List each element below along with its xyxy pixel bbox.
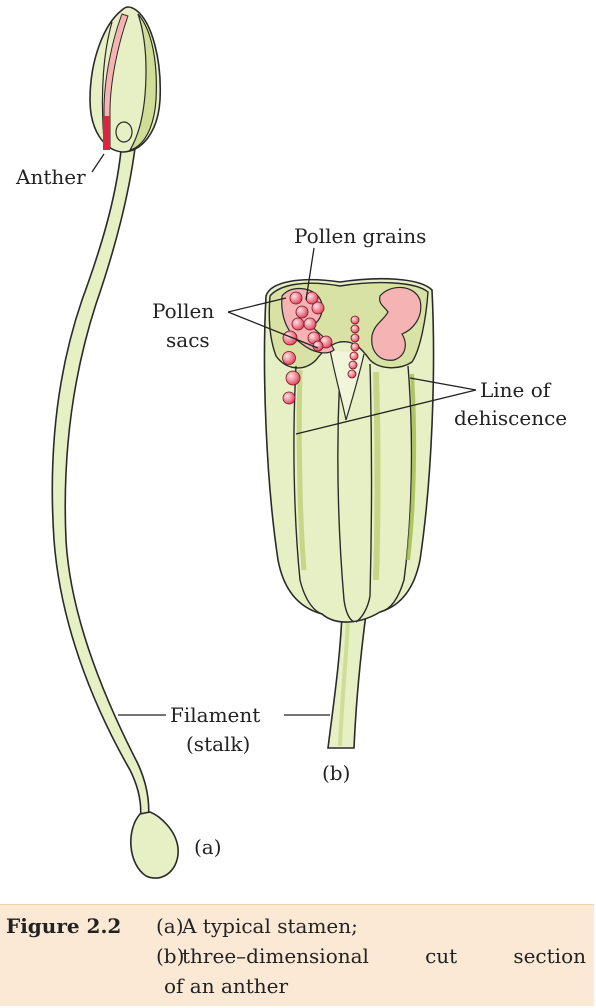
anther-connective (115, 121, 133, 143)
label-anther: Anther (15, 165, 86, 189)
anther-slit-dark (103, 116, 110, 150)
caption-title: Figure 2.2 (6, 914, 122, 938)
label-dehiscence-line1: Line of (480, 378, 552, 402)
label-filament-line2: (stalk) (186, 732, 250, 756)
leader-pollen-sacs-2 (227, 311, 319, 349)
caption-text-b-cont: of an anther (164, 974, 289, 998)
lobe-line-2 (337, 371, 355, 623)
label-part-a: (a) (194, 835, 222, 859)
pollen-sac-right (371, 286, 422, 361)
filament-base-bulb (130, 811, 179, 879)
label-filament-line1: Filament (170, 703, 260, 727)
pollen-column-center (347, 315, 360, 379)
stamen-diagram: Anther Pollen grains Pollen sacs Line of… (15, 6, 567, 879)
leader-pollen-grains (305, 247, 315, 301)
label-pollen-sacs-line1: Pollen (152, 299, 214, 323)
filament-a (51, 139, 150, 823)
anther-lobe-shade (128, 13, 157, 151)
label-pollen-sacs-line2: sacs (166, 328, 210, 352)
caption-text-a: A typical stamen; (182, 914, 358, 938)
caption-row-b-cont: of an anther (6, 971, 586, 1001)
caption-row-b: (b) three–dimensional cut section (6, 941, 586, 971)
label-pollen-grains: Pollen grains (294, 224, 426, 248)
caption-text-b: three–dimensional cut section (182, 944, 586, 968)
caption-tag-a: (a) (156, 914, 184, 938)
label-dehiscence-line2: dehiscence (454, 406, 567, 430)
leader-dehiscence-2 (295, 389, 477, 435)
anther-section-b (263, 277, 435, 749)
stamen-a (51, 6, 179, 879)
pollen-grains (282, 291, 333, 405)
figure-caption: Figure 2.2 (a) A typical stamen; (b) thr… (0, 904, 594, 1006)
leader-dehiscence-1 (409, 377, 477, 391)
caption-row-a: Figure 2.2 (a) A typical stamen; (6, 911, 586, 941)
leader-lines (91, 153, 477, 716)
leader-anther (91, 153, 105, 173)
leader-pollen-sacs-1 (227, 297, 287, 313)
lobe-line-1 (293, 365, 323, 615)
label-part-b: (b) (322, 761, 350, 785)
caption-tag-b: (b) (156, 944, 185, 968)
filament-b (327, 613, 367, 749)
lobe-line-3 (355, 363, 373, 623)
